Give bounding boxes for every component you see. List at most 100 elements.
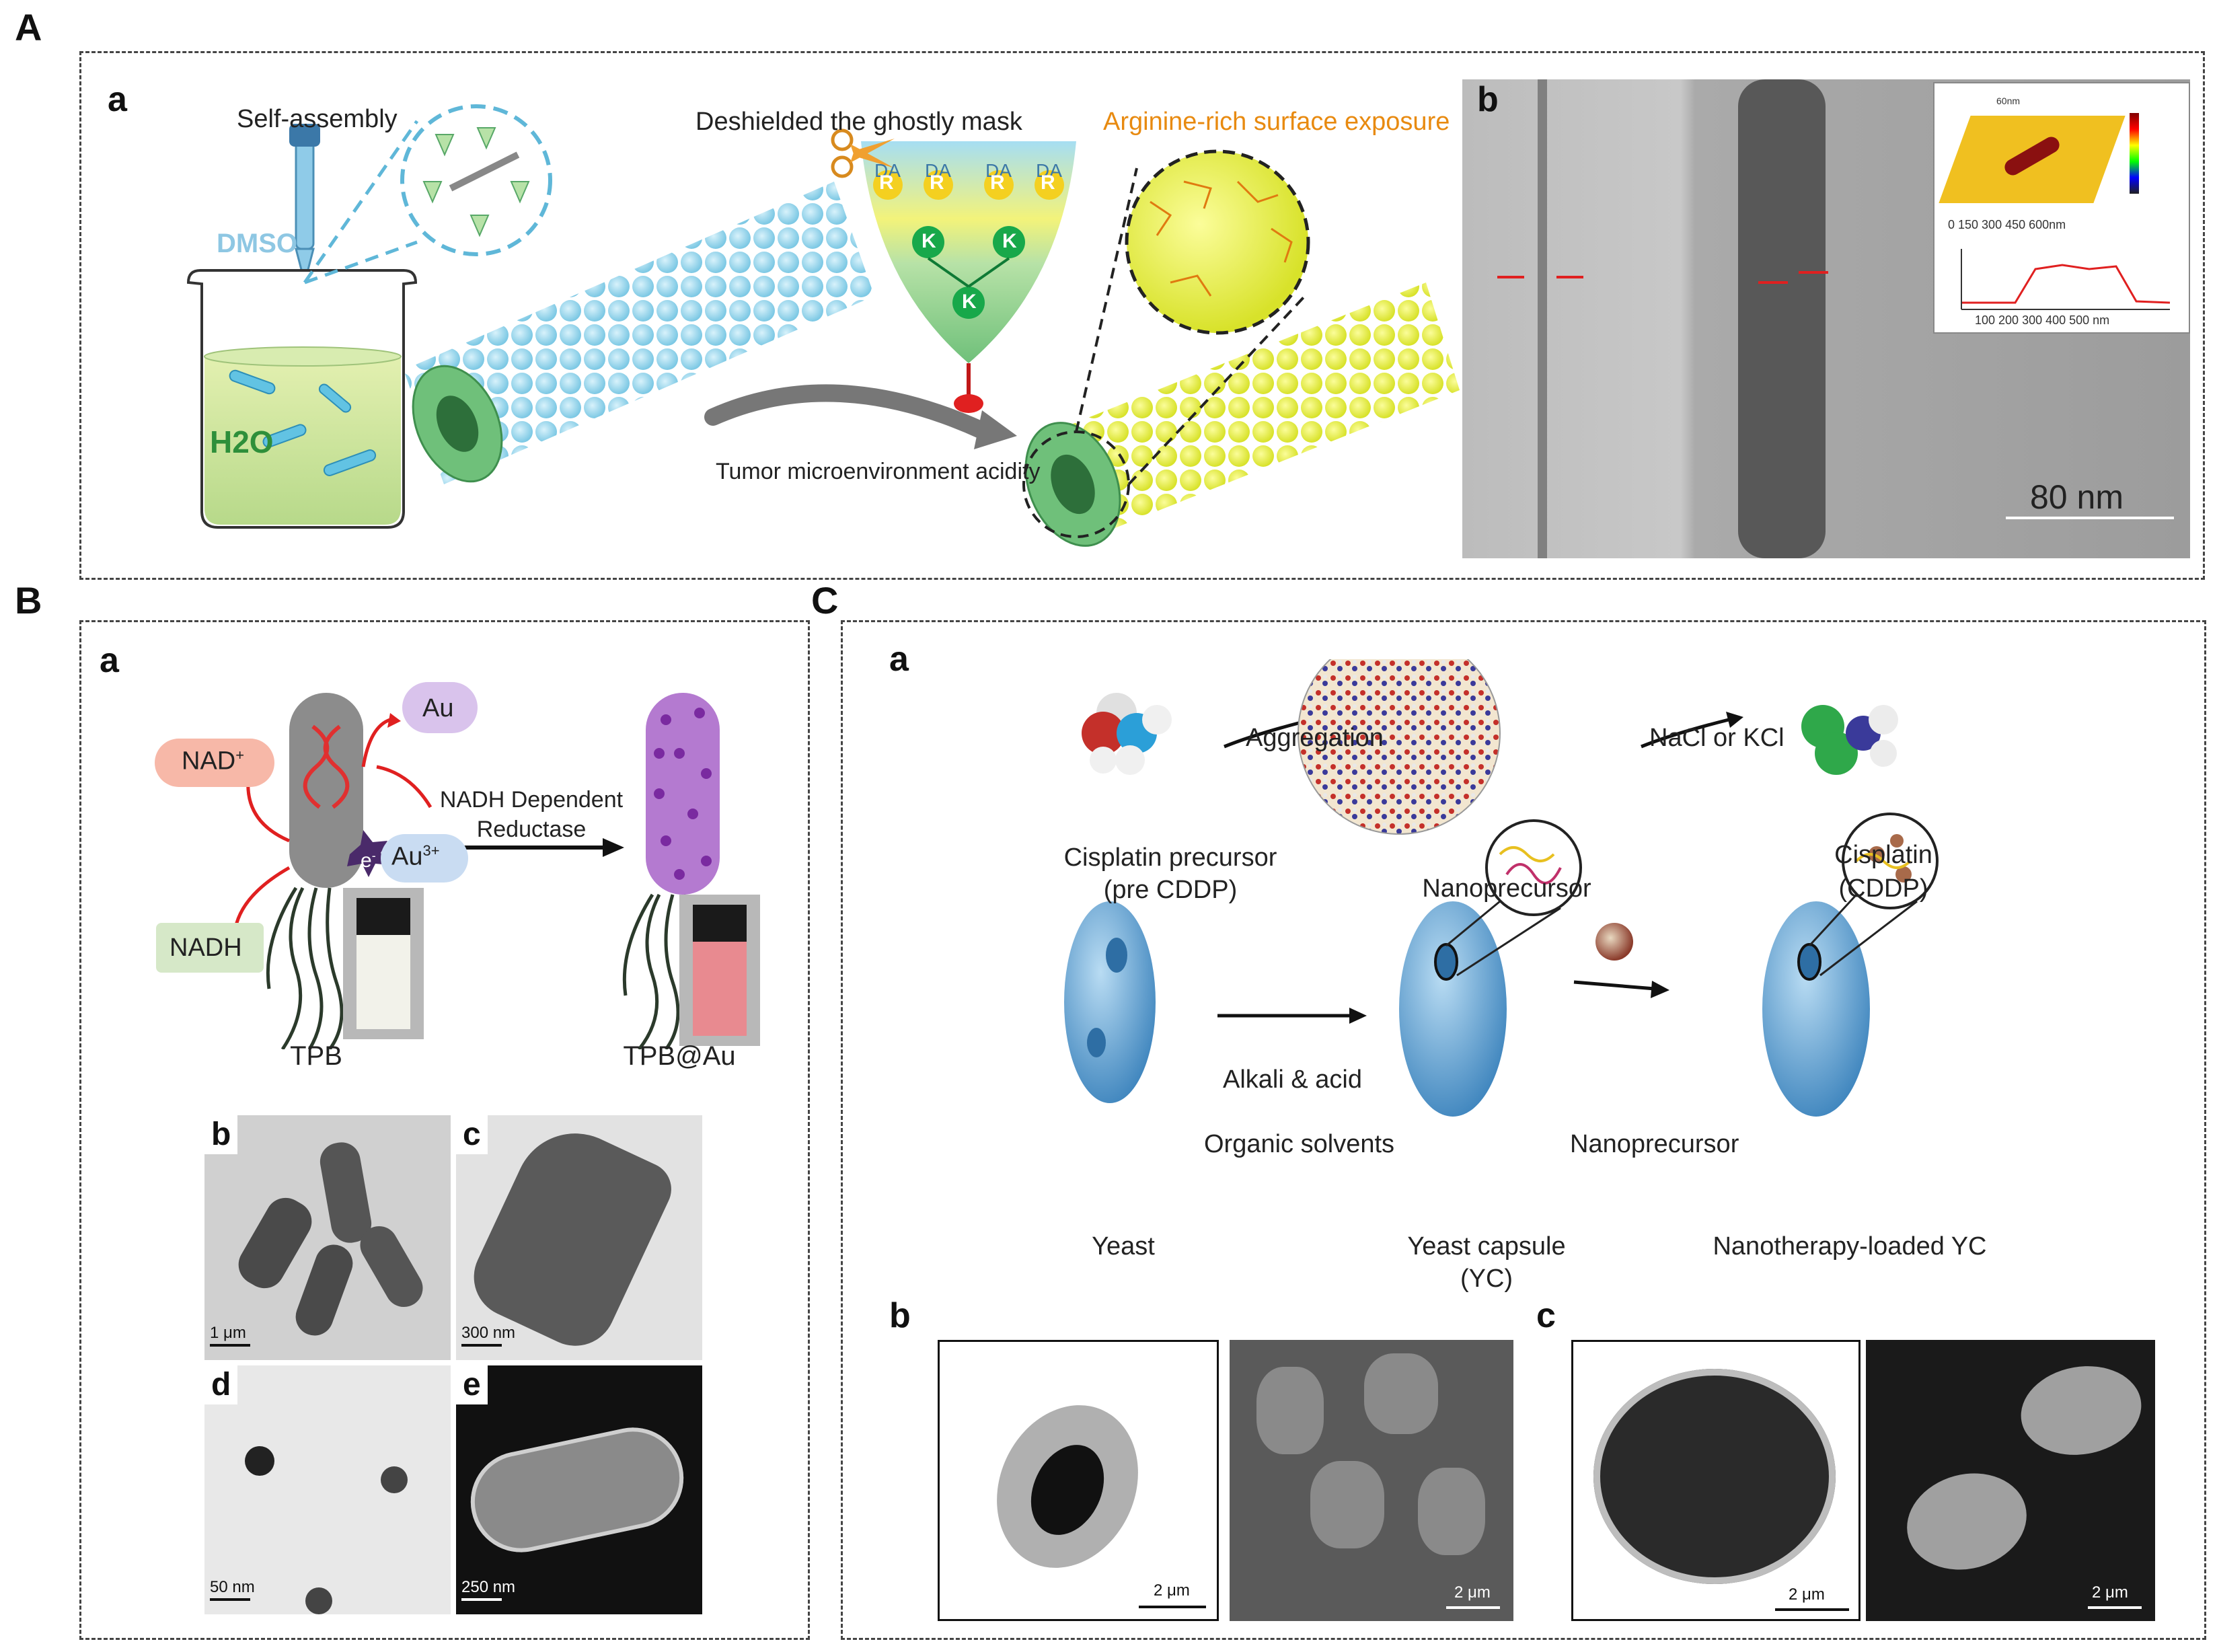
B-c-scale-line	[461, 1344, 502, 1347]
nanotherapy-loaded-yc	[1762, 813, 1939, 1117]
particle-3	[305, 1587, 332, 1614]
k-label-2: K	[1002, 230, 1017, 252]
C-c-scale-label: 2 μm	[1789, 1585, 1825, 1604]
bacterium-1	[231, 1190, 320, 1296]
sem-cell-3	[1310, 1461, 1384, 1548]
panel-A-a-letter: a	[108, 80, 127, 119]
blue-nanotube	[404, 182, 874, 484]
panel-C-b-letter: b	[889, 1296, 911, 1335]
self-assembly-label: Self-assembly	[237, 105, 398, 133]
bacterium-sem	[461, 1418, 693, 1562]
red-arrow-right-2	[1799, 271, 1828, 274]
au3-label: Au3+	[391, 842, 440, 871]
panel-B-d-image: 50 nm	[204, 1365, 451, 1614]
reductase-label-1: NADH Dependent	[439, 787, 624, 813]
dendron-cone	[861, 141, 1076, 413]
tpb-au-label: TPB@Au	[623, 1041, 736, 1071]
k-label-1: K	[922, 230, 936, 252]
panel-A-b-letter: b	[1477, 80, 1499, 119]
panel-C-b-sem-image: 2 μm	[1230, 1340, 1513, 1621]
r-label-3: R	[990, 172, 1005, 194]
fiber-thick	[1738, 79, 1826, 558]
C-c-sem-scale-line	[2088, 1606, 2142, 1609]
scale-bar-line	[2006, 517, 2174, 519]
panel-B-c-letter: c	[456, 1115, 488, 1154]
red-arrow-right	[1556, 276, 1583, 278]
arginine-label: Arginine-rich surface exposure	[1103, 108, 1450, 136]
dropper-icon	[289, 124, 320, 311]
cis-pre-label-1: Cisplatin precursor	[1063, 843, 1277, 872]
sem-cell-2	[1364, 1353, 1438, 1434]
capsule-sem-2	[1895, 1460, 2038, 1583]
arginine-zoom-circle	[1075, 149, 1310, 486]
panel-B-c-image: 300 nm	[456, 1115, 702, 1360]
nanoprecursor-label: Nanoprecursor	[1422, 874, 1591, 903]
au3-pill	[381, 834, 468, 883]
cis-pre-label-2: (pre CDDP)	[1103, 876, 1238, 904]
afm-x-ticks: 0 150 300 450 600nm	[1948, 218, 2066, 231]
panel-C-c-letter: c	[1536, 1296, 1556, 1335]
da-label-1: DA	[874, 160, 901, 181]
panel-B-b-image: 1 μm	[204, 1115, 451, 1360]
au-label: Au	[422, 694, 454, 722]
cisplatin-label-2: (CDDP)	[1838, 874, 1928, 903]
afm-colorbar	[2130, 113, 2139, 194]
panel-A-b-tem-image: 0 150 300 450 600nm 60nm 100 200 300 400…	[1462, 79, 2190, 558]
panel-letter-A: A	[15, 6, 42, 48]
C-c-scale-line	[1775, 1608, 1849, 1611]
dmso-label: DMSO	[217, 229, 297, 258]
B-e-scale-label: 250 nm	[461, 1578, 516, 1596]
panel-letter-C: C	[811, 579, 839, 622]
yeast-cell	[1064, 901, 1156, 1103]
nanoprecursor-arrow-label: Nanoprecursor	[1570, 1130, 1739, 1158]
r-label-2: R	[930, 172, 944, 194]
B-d-scale-label: 50 nm	[210, 1578, 255, 1596]
panel-C-a-schematic	[1064, 659, 1939, 1117]
r-label-4: R	[1041, 172, 1055, 194]
C-b-scale-line	[1139, 1606, 1206, 1608]
C-b-scale-label: 2 μm	[1154, 1581, 1190, 1600]
C-c-sem-scale-label: 2 μm	[2092, 1583, 2128, 1602]
tumor-acidity-label: Tumor microenvironment acidity	[716, 459, 1041, 484]
panel-C-a-letter: a	[889, 640, 909, 679]
yc-label-2: (YC)	[1460, 1265, 1513, 1293]
afm-top-unit: 60nm	[1996, 96, 2021, 106]
nacl-label: NaCl or KCl	[1649, 724, 1784, 752]
red-arrow-left-2	[1758, 281, 1788, 284]
yc-label-1: Yeast capsule	[1407, 1232, 1566, 1261]
panel-letter-B: B	[15, 579, 42, 622]
B-d-scale-line	[210, 1598, 250, 1601]
particle-2	[381, 1466, 408, 1493]
B-b-scale-label: 1 μm	[210, 1324, 246, 1342]
afm-profile	[1961, 249, 2171, 310]
afm-profile-ticks: 100 200 300 400 500 nm	[1975, 313, 2110, 327]
organic-label: Organic solvents	[1204, 1130, 1395, 1158]
pre-cddp-molecule	[1082, 693, 1172, 775]
sem-cell-4	[1418, 1468, 1485, 1555]
bacterium-c	[460, 1115, 681, 1359]
scissors-icon	[831, 128, 895, 178]
panel-B-a-letter: a	[100, 641, 119, 680]
alkali-label: Alkali & acid	[1223, 1065, 1362, 1094]
afm-inset: 0 150 300 450 600nm 60nm 100 200 300 400…	[1933, 82, 2190, 334]
reductase-label-2: Reductase	[476, 817, 587, 842]
nad-plus-pill	[155, 739, 274, 787]
B-e-scale-line	[461, 1598, 502, 1601]
h2o-label: H2O	[210, 424, 274, 459]
nanoprecursor-sphere	[1298, 659, 1500, 834]
panel-C-c-sem-image: 2 μm	[1866, 1340, 2155, 1621]
da-label-3: DA	[985, 160, 1012, 181]
red-arrow-left	[1497, 276, 1524, 278]
da-label-4: DA	[1036, 160, 1062, 181]
capsule-tem	[1593, 1369, 1836, 1584]
cddp-molecule	[1801, 705, 1898, 775]
panel-B-e-letter: e	[456, 1365, 488, 1404]
loaded-yc-label: Nanotherapy-loaded YC	[1713, 1232, 1987, 1261]
bacterium-4	[353, 1219, 430, 1314]
nadh-label: NADH	[170, 934, 242, 962]
panel-A-a-schematic	[186, 104, 1460, 547]
au-pill	[402, 682, 478, 733]
panel-A-frame	[79, 51, 2205, 580]
aggregation-label: Aggregation	[1246, 724, 1384, 752]
da-label-2: DA	[925, 160, 951, 181]
